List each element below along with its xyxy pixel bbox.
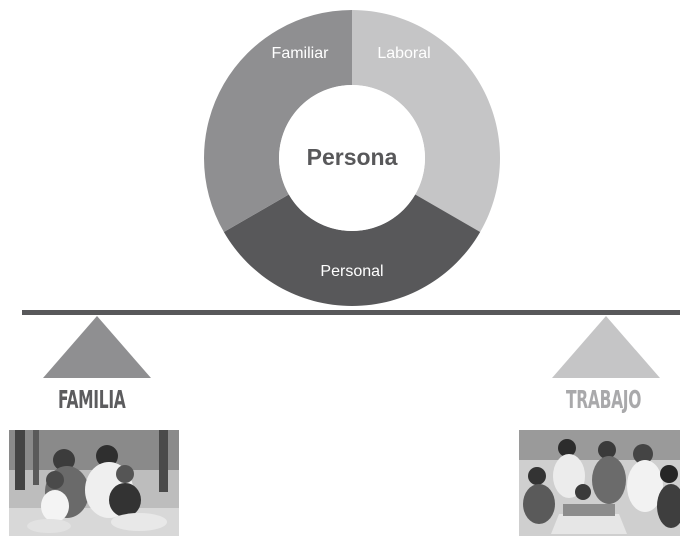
segment-personal	[223, 194, 481, 306]
familia-label: FAMILIA	[58, 385, 126, 414]
center-label: Persona	[307, 144, 398, 170]
work-team-photo	[519, 430, 680, 536]
trabajo-label: TRABAJO	[566, 385, 642, 414]
family-photo	[9, 430, 179, 536]
left-pivot-triangle	[43, 316, 151, 378]
segment-familiar	[204, 10, 352, 233]
right-pivot-triangle	[552, 316, 660, 378]
donut-hole	[279, 85, 425, 231]
balance-beam	[22, 310, 680, 315]
segment-label-familiar: Familiar	[272, 45, 330, 62]
segment-laboral	[352, 10, 500, 232]
segment-label-laboral: Laboral	[377, 45, 430, 62]
segment-label-personal: Personal	[320, 263, 383, 280]
